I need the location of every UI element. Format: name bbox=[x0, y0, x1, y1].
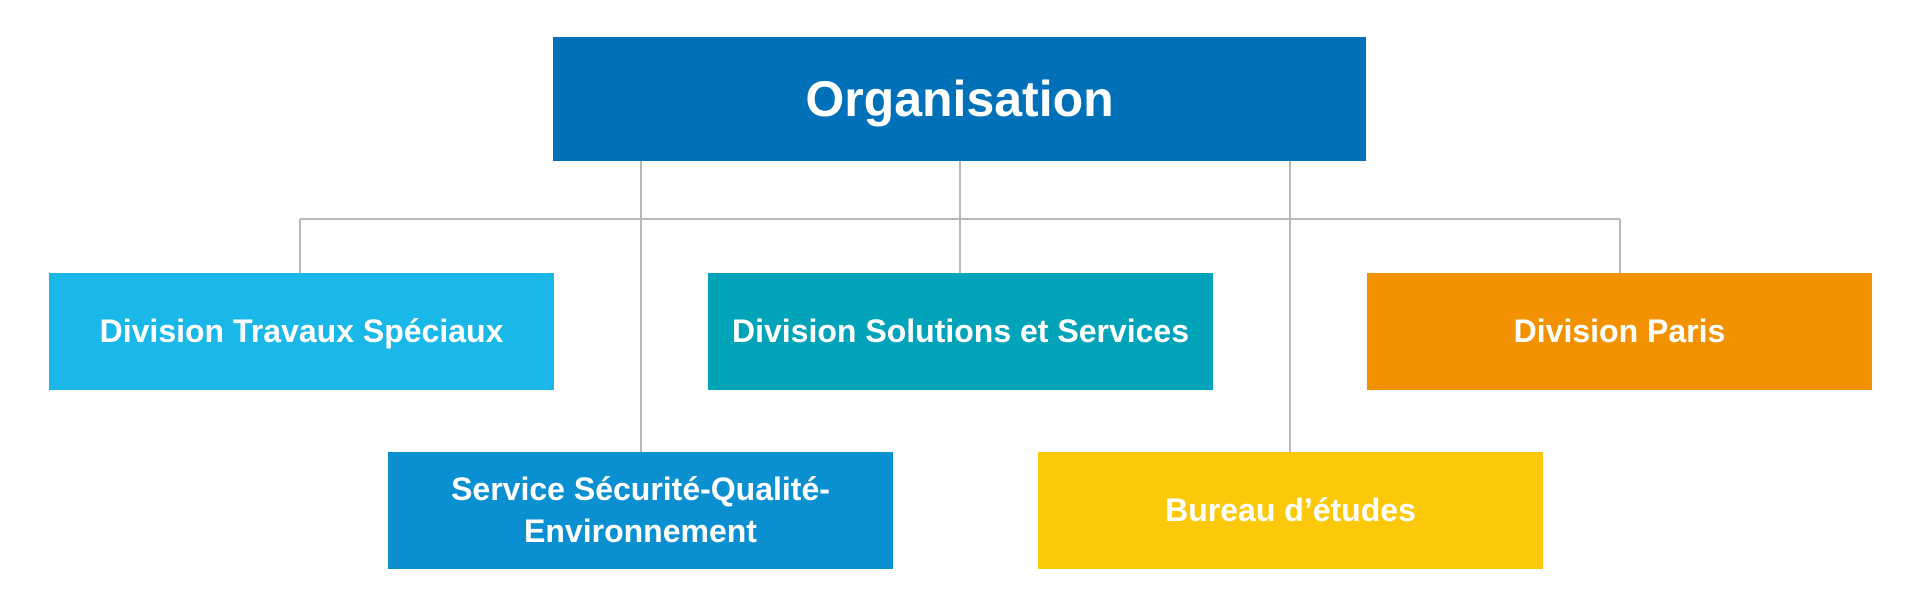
node-label-paris: Division Paris bbox=[1513, 312, 1726, 349]
node-label-securite: Service Sécurité-Qualité-Environnement bbox=[451, 470, 830, 549]
org-root-label: Organisation bbox=[805, 70, 1114, 127]
node-division-paris: Division Paris bbox=[1367, 273, 1872, 390]
node-label-solutions: Division Solutions et Services bbox=[731, 312, 1190, 349]
node-label-travaux: Division Travaux Spéciaux bbox=[99, 312, 504, 349]
node-label-bureau: Bureau d’études bbox=[1165, 491, 1416, 528]
node-service-securite-qualite-environnement: Service Sécurité-Qualité-Environnement bbox=[388, 452, 893, 569]
node-division-travaux-speciaux: Division Travaux Spéciaux bbox=[49, 273, 554, 390]
node-division-solutions-services: Division Solutions et Services bbox=[708, 273, 1213, 390]
org-root-node: Organisation bbox=[553, 37, 1366, 161]
node-bureau-etudes: Bureau d’études bbox=[1038, 452, 1543, 569]
